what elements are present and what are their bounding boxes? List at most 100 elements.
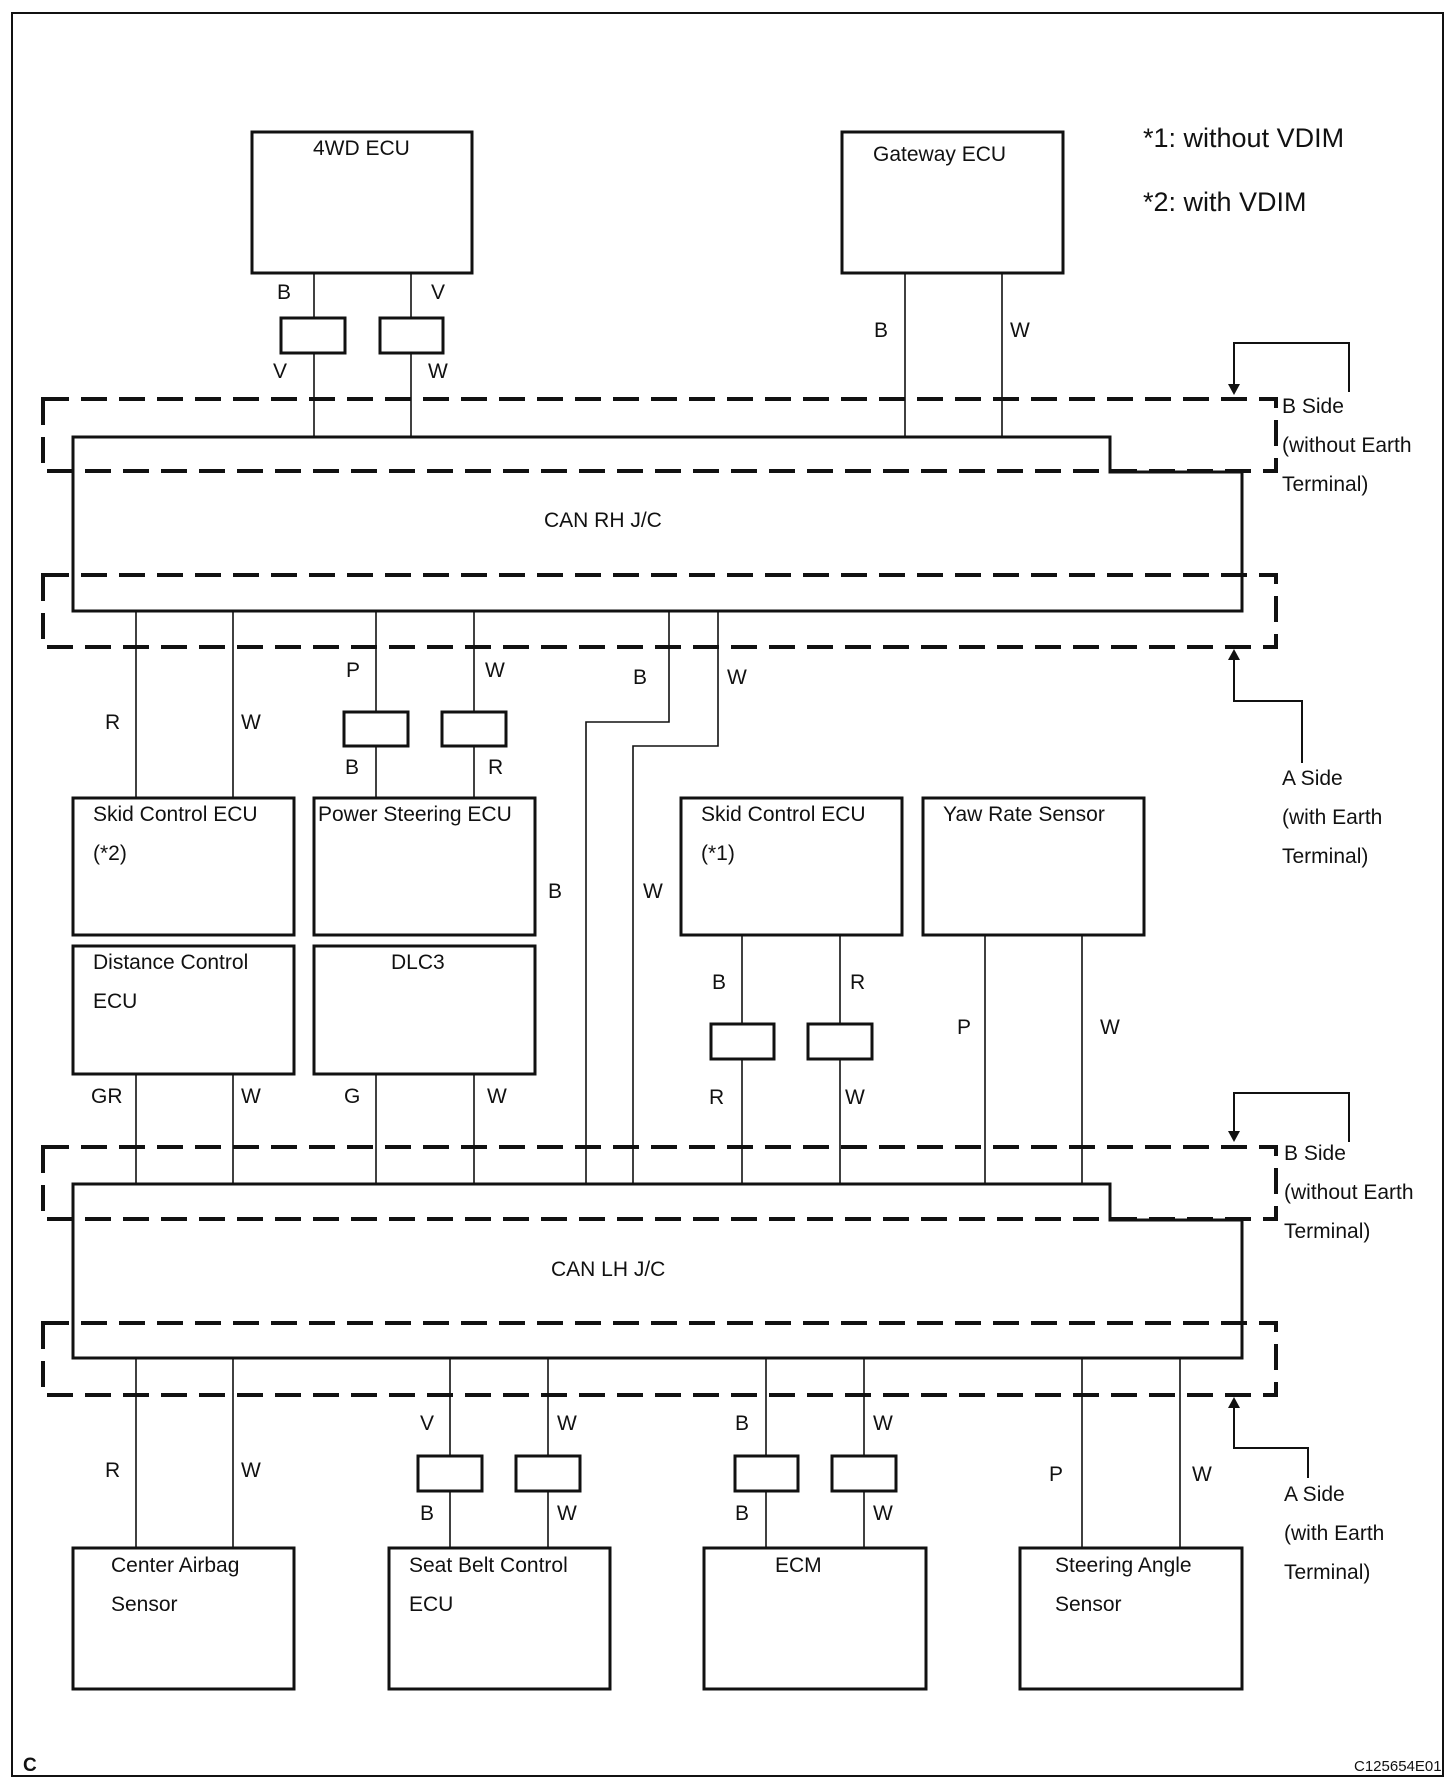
ecu-label-skid-control-no-vdim: Skid Control ECU: [701, 803, 866, 826]
sensor-box-center-airbag: [71, 1546, 296, 1691]
wire-label: B: [712, 971, 726, 994]
ecu-label-skid-control-vdim-2: (*2): [93, 842, 127, 865]
arrow-head: [1228, 649, 1240, 660]
wire-label: W: [241, 1085, 261, 1108]
connector: [514, 1454, 582, 1493]
ecu-label-ecm: ECM: [775, 1554, 822, 1577]
ecu-box-power-steering: [312, 796, 537, 937]
ecu-label-distance-control: Distance Control: [93, 951, 248, 974]
wire-label: B: [735, 1412, 749, 1435]
corner-label: C: [23, 1755, 37, 1776]
wire-label: G: [344, 1085, 360, 1108]
sensor-box-steering-angle: [1018, 1546, 1244, 1691]
side-label-b-rh-3: Terminal): [1282, 473, 1368, 496]
wire-label: W: [557, 1502, 577, 1525]
connector: [709, 1022, 776, 1061]
side-label-a-rh-2: (with Earth: [1282, 806, 1382, 829]
b-side-arrow-rh: [1233, 342, 1350, 392]
wire-label: W: [485, 659, 505, 682]
connector: [830, 1454, 898, 1493]
wire-label: W: [1100, 1016, 1120, 1039]
ecu-label-power-steering: Power Steering ECU: [318, 803, 512, 826]
wire-label: B: [277, 281, 291, 304]
side-label-b-rh-2: (without Earth: [1282, 434, 1412, 457]
wire-label: W: [241, 1459, 261, 1482]
ecu-label-skid-control-no-vdim-2: (*1): [701, 842, 735, 865]
junction-label-can-lh: CAN LH J/C: [551, 1258, 665, 1281]
wire-label: B: [345, 756, 359, 779]
ecu-box-seat-belt-control: [387, 1546, 612, 1691]
connector: [378, 316, 445, 355]
connector: [342, 710, 410, 748]
connector-label-dlc3: DLC3: [391, 951, 445, 974]
wire-label: V: [273, 360, 287, 383]
sensor-label-center-airbag-2: Sensor: [111, 1593, 178, 1616]
wire-label: W: [557, 1412, 577, 1435]
wire-pass-through-b: [585, 611, 670, 1184]
side-label-a-rh: A Side: [1282, 767, 1343, 790]
b-side-arrow-lh: [1233, 1092, 1350, 1142]
wire-label: B: [548, 880, 562, 903]
wire-label: P: [1049, 1463, 1063, 1486]
sensor-box-yaw-rate: [921, 796, 1146, 937]
ecu-box-ecm: [702, 1546, 928, 1691]
side-label-a-rh-3: Terminal): [1282, 845, 1368, 868]
wire-label: W: [845, 1086, 865, 1109]
wire-label: W: [643, 880, 663, 903]
wire-label: W: [873, 1502, 893, 1525]
ecu-label-gateway: Gateway ECU: [873, 143, 1006, 166]
connector: [733, 1454, 800, 1493]
a-side-arrow-rh: [1233, 655, 1303, 763]
wire-label: V: [420, 1412, 434, 1435]
b-side-dashed-rh: [41, 397, 1278, 473]
wire-label: W: [727, 666, 747, 689]
side-label-b-rh: B Side: [1282, 395, 1344, 418]
wire-label: GR: [91, 1085, 123, 1108]
connector-box-dlc3: [312, 944, 537, 1076]
ecu-box-4wd: [250, 130, 474, 275]
junction-label-can-rh: CAN RH J/C: [544, 509, 662, 532]
arrow-head: [1228, 1131, 1240, 1142]
ecu-box-gateway: [840, 130, 1065, 275]
wire-label: W: [487, 1085, 507, 1108]
sensor-label-yaw-rate: Yaw Rate Sensor: [943, 803, 1105, 826]
side-label-a-lh-3: Terminal): [1284, 1561, 1370, 1584]
wire-label: B: [420, 1502, 434, 1525]
wire-label: R: [105, 1459, 120, 1482]
arrow-head: [1228, 1397, 1240, 1408]
wire-label: B: [735, 1502, 749, 1525]
ecu-box-skid-control-no-vdim: [679, 796, 904, 937]
side-label-b-lh-3: Terminal): [1284, 1220, 1370, 1243]
wire-label: R: [709, 1086, 724, 1109]
ecu-label-seat-belt-control: Seat Belt Control: [409, 1554, 568, 1577]
side-label-a-lh: A Side: [1284, 1483, 1345, 1506]
wire-label: W: [1010, 319, 1030, 342]
connector: [279, 316, 347, 355]
outer-frame: [11, 12, 1444, 1777]
wire-label: W: [1192, 1463, 1212, 1486]
wire-label: V: [431, 281, 445, 304]
side-label-a-lh-2: (with Earth: [1284, 1522, 1384, 1545]
a-side-dashed-rh: [41, 573, 1278, 649]
ecu-label-skid-control-vdim: Skid Control ECU: [93, 803, 258, 826]
sensor-label-center-airbag: Center Airbag: [111, 1554, 239, 1577]
wire-label: B: [874, 319, 888, 342]
wire-label: B: [633, 666, 647, 689]
a-side-dashed-lh: [41, 1321, 1278, 1397]
wire-label: W: [873, 1412, 893, 1435]
ecu-label-4wd: 4WD ECU: [313, 137, 410, 160]
ecu-label-distance-control-2: ECU: [93, 990, 137, 1013]
ecu-label-seat-belt-control-2: ECU: [409, 1593, 453, 1616]
connector: [416, 1454, 484, 1493]
b-side-dashed-lh: [41, 1145, 1278, 1221]
a-side-arrow-lh: [1233, 1403, 1309, 1478]
wire-label: P: [346, 659, 360, 682]
ecu-box-skid-control-vdim: [71, 796, 296, 937]
note-with-vdim: *2: with VDIM: [1143, 187, 1307, 217]
side-label-b-lh: B Side: [1284, 1142, 1346, 1165]
arrow-head: [1228, 384, 1240, 395]
wire-label: W: [428, 360, 448, 383]
wire-label: R: [488, 756, 503, 779]
sensor-label-steering-angle: Steering Angle: [1055, 1554, 1192, 1577]
